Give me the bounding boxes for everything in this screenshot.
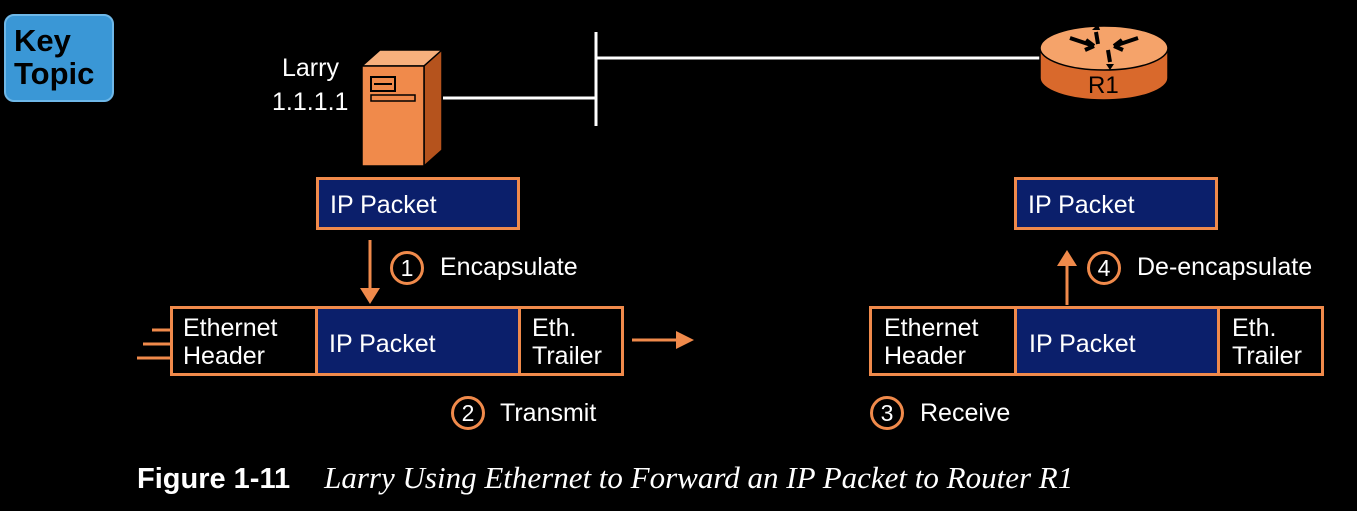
- right-ip-packet-label: IP Packet: [1028, 191, 1135, 219]
- right-trailer-line1: Eth.: [1232, 314, 1277, 342]
- right-ethernet-header: Ethernet Header: [869, 306, 1017, 376]
- right-eth-trailer: Eth. Trailer: [1217, 306, 1324, 376]
- figure-number: Figure 1-11: [137, 463, 291, 495]
- step1-label: Encapsulate: [440, 253, 578, 281]
- router-icon: [1039, 24, 1169, 101]
- left-ip-packet: IP Packet: [316, 177, 520, 230]
- right-frame-payload: IP Packet: [1014, 306, 1220, 376]
- left-trailer-line2: Trailer: [532, 342, 602, 370]
- left-ethernet-header: Ethernet Header: [170, 306, 318, 376]
- right-payload-label: IP Packet: [1029, 330, 1136, 358]
- left-ip-packet-label: IP Packet: [330, 191, 437, 219]
- step1-number: 1: [390, 251, 424, 285]
- key-topic-badge: Key Topic: [4, 14, 114, 102]
- figure-title: Larry Using Ethernet to Forward an IP Pa…: [324, 460, 1074, 495]
- larry-name: Larry: [282, 54, 339, 82]
- figure-caption: Figure 1-11 Larry Using Ethernet to Forwa…: [137, 460, 1073, 496]
- right-ip-packet: IP Packet: [1014, 177, 1218, 230]
- key-topic-line1: Key: [14, 23, 71, 58]
- key-topic-line2: Topic: [14, 56, 95, 91]
- motion-lines: [137, 328, 170, 360]
- larry-ip: 1.1.1.1: [272, 88, 349, 116]
- step2-number: 2: [451, 396, 485, 430]
- left-trailer-line1: Eth.: [532, 314, 577, 342]
- right-trailer-line2: Trailer: [1232, 342, 1302, 370]
- router-label: R1: [1088, 72, 1119, 99]
- step4-number: 4: [1087, 251, 1121, 285]
- left-payload-label: IP Packet: [329, 330, 436, 358]
- left-eth-trailer: Eth. Trailer: [518, 306, 624, 376]
- right-header-line1: Ethernet: [884, 314, 979, 342]
- step2-label: Transmit: [500, 399, 597, 427]
- step3-label: Receive: [920, 399, 1011, 427]
- step3-number: 3: [870, 396, 904, 430]
- left-header-line1: Ethernet: [183, 314, 278, 342]
- right-header-line2: Header: [884, 342, 966, 370]
- server-icon: [360, 48, 444, 168]
- left-frame-payload: IP Packet: [315, 306, 521, 376]
- left-header-line2: Header: [183, 342, 265, 370]
- step4-label: De-encapsulate: [1137, 253, 1313, 281]
